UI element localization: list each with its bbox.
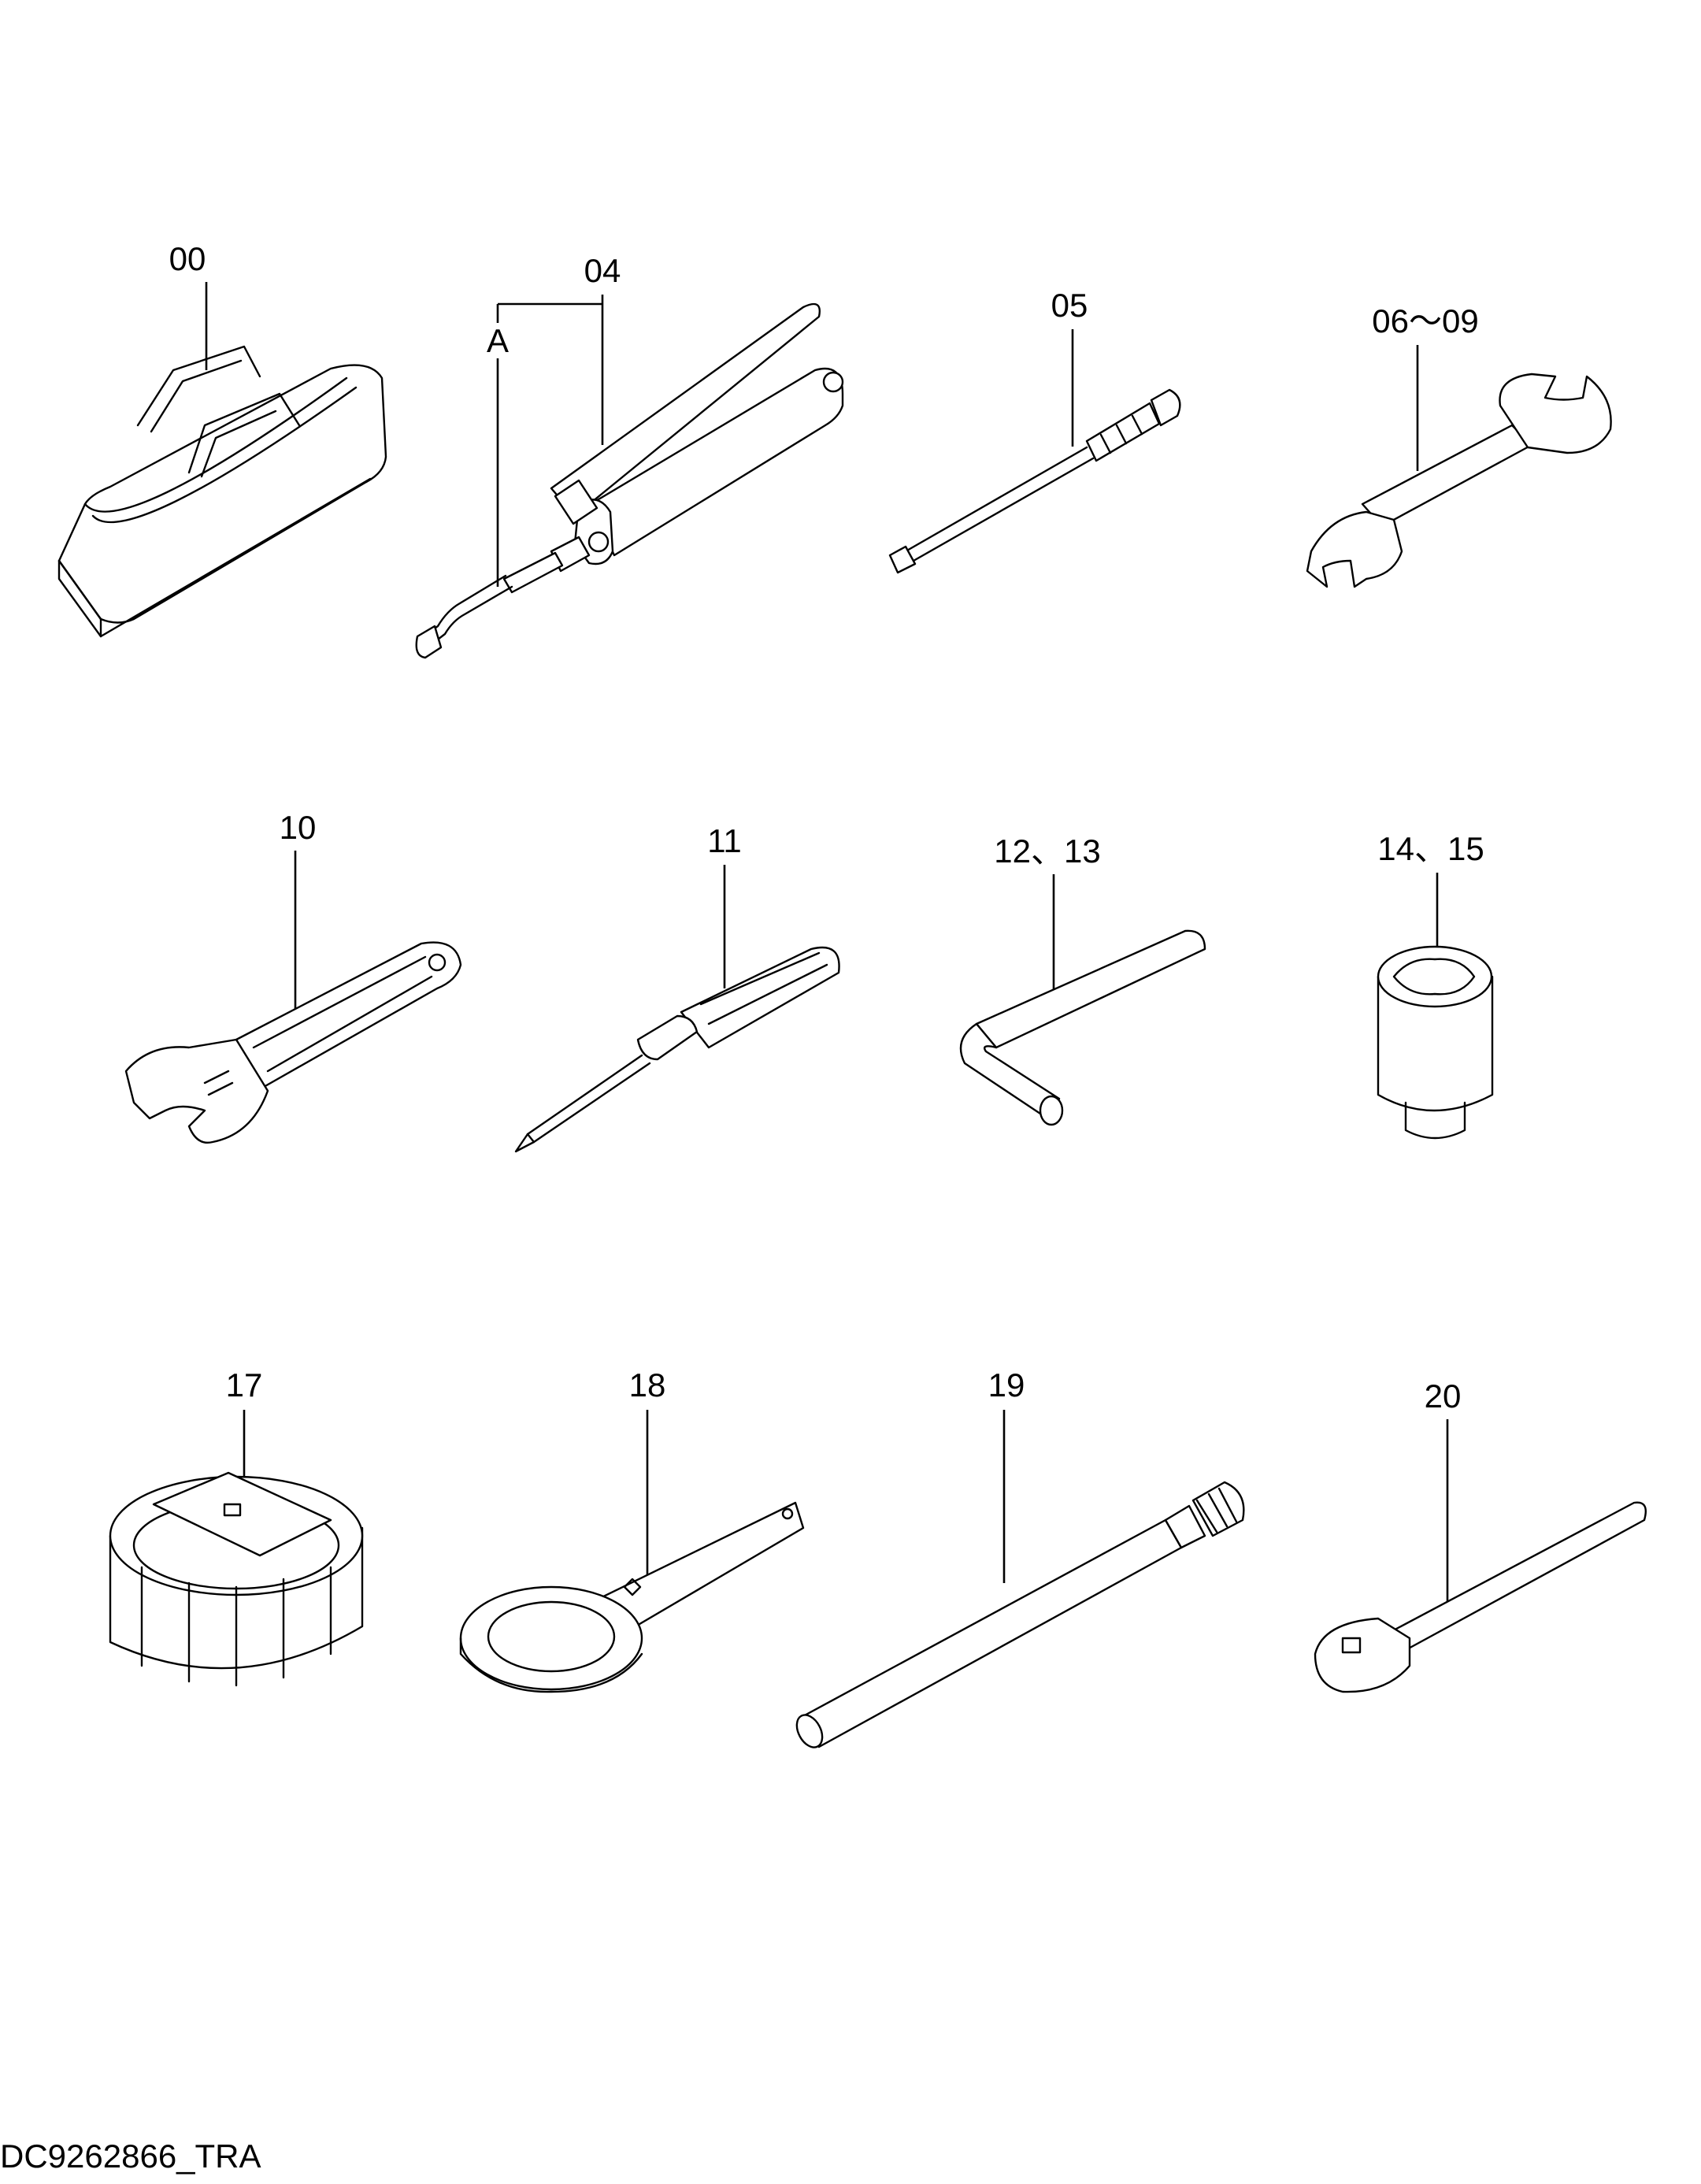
callout-label-11: 11 [707,822,742,859]
ring-spanner-drawing [459,1501,805,1693]
callout-label-10: 10 [280,809,317,846]
callout-11[interactable]: 11 [707,822,742,988]
ratchet-handle-drawing [1314,1501,1647,1693]
drawing-id-label: DC9262866_TRA [0,2138,261,2175]
callout-label-20: 20 [1425,1378,1462,1415]
callout-12-13[interactable]: 12、13 [994,832,1101,1004]
callout-label-04: 04 [584,252,621,289]
callout-19[interactable]: 19 [988,1366,1025,1583]
grease-extension-drawing [888,388,1181,574]
callout-10[interactable]: 10 [280,809,317,1022]
callout-label-14-15: 14、15 [1377,830,1484,867]
callout-label-17: 17 [226,1366,263,1403]
callout-label-06-09: 06～09 [1372,302,1478,339]
callout-label-A: A [487,322,509,359]
socket-drawing [1377,945,1494,1140]
callout-04[interactable]: 04 A [487,252,621,587]
callout-06-09[interactable]: 06～09 [1372,302,1479,471]
callout-label-12-13: 12、13 [994,832,1100,870]
leader-line-04 [496,295,604,587]
callout-14-15[interactable]: 14、15 [1377,830,1484,953]
callout-18[interactable]: 18 [629,1366,666,1583]
callout-05[interactable]: 05 [1051,287,1088,447]
extension-bar-drawing [795,1481,1245,1748]
callout-17[interactable]: 17 [226,1366,263,1489]
callout-00[interactable]: 00 [169,240,208,370]
grease-gun-drawing [415,302,844,659]
filter-wrench-drawing [109,1471,364,1687]
callout-label-18: 18 [629,1366,666,1403]
callout-label-05: 05 [1051,287,1088,324]
callout-label-00: 00 [169,240,206,277]
adjustable-wrench-drawing [124,941,462,1144]
tool-bag-drawing [57,345,387,638]
hex-key-drawing [959,929,1206,1126]
callout-20[interactable]: 20 [1425,1378,1462,1607]
screwdriver-drawing [514,946,840,1153]
open-end-wrench-drawing [1306,373,1612,588]
callout-label-19: 19 [988,1366,1025,1403]
